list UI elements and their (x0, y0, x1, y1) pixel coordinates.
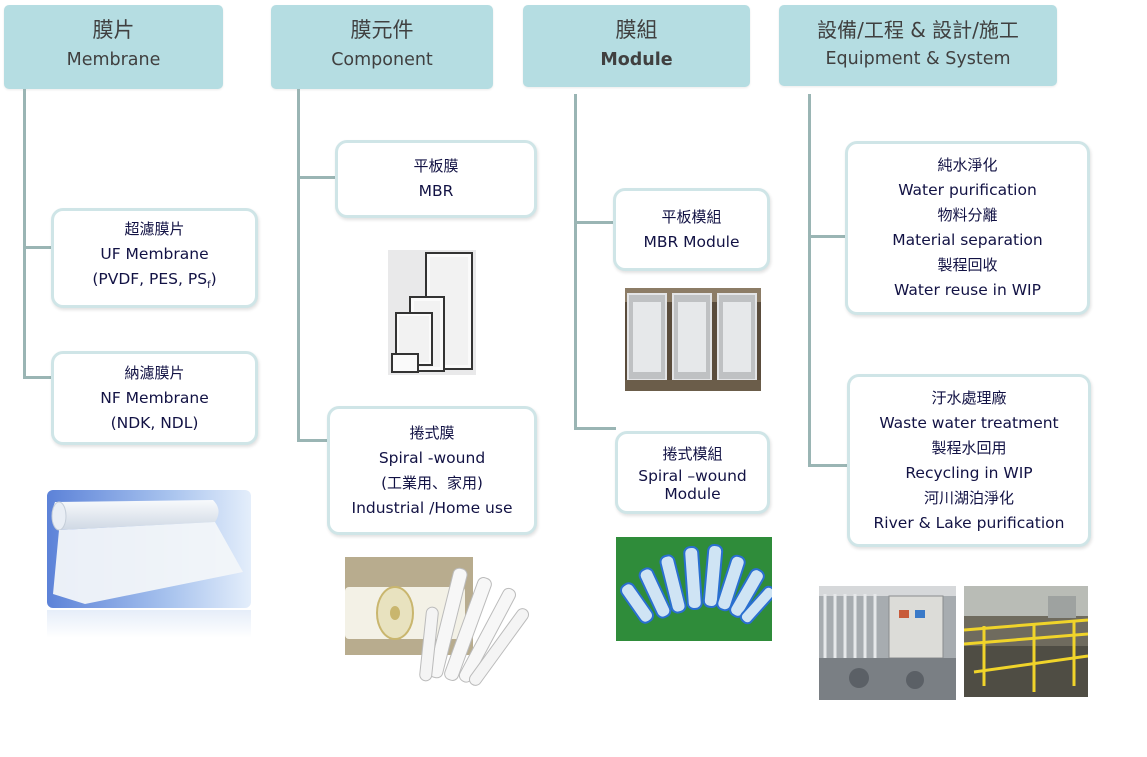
connector-membrane-vertical (23, 89, 26, 378)
header-module-en: Module (600, 50, 673, 70)
spiral-module-photo (616, 537, 772, 641)
module-mbr-zh: 平板模組 (661, 207, 722, 226)
header-membrane-en: Membrane (66, 50, 161, 70)
uf-membrane-zh: 超濾膜片 (124, 220, 185, 239)
header-membrane: 膜片 Membrane (4, 5, 223, 89)
nf-membrane-zh: 納濾膜片 (124, 363, 185, 382)
connector-system-box1 (808, 235, 846, 238)
module-spiral-en2: Module (664, 485, 721, 503)
membrane-roll-photo (45, 488, 251, 638)
system-box2-line4: Recycling in WIP (905, 463, 1033, 482)
connector-system-box2 (808, 464, 848, 467)
component-mbr-zh: 平板膜 (413, 157, 459, 175)
component-spiral-detail-en: Industrial /Home use (351, 498, 513, 517)
mbr-plates-photo (388, 250, 476, 375)
system-box-wastewater: 汙水處理廠 Waste water treatment 製程水回用 Recycl… (847, 374, 1091, 547)
system-box-purification: 純水淨化 Water purification 物料分離 Material se… (845, 141, 1090, 315)
connector-system-vertical (808, 94, 811, 467)
component-mbr-en: MBR (418, 182, 454, 200)
system-box1-line4: Material separation (892, 231, 1043, 249)
module-mbr-box: 平板模組 MBR Module (613, 188, 770, 271)
uf-membrane-box: 超濾膜片 UF Membrane (PVDF, PES, PSf) (51, 208, 258, 308)
uf-membrane-detail: (PVDF, PES, PSf) (92, 270, 217, 292)
system-box2-line3: 製程水回用 (931, 438, 1007, 457)
module-spiral-en1: Spiral –wound (638, 467, 747, 485)
equipment-plant-photo (819, 586, 956, 700)
component-spiral-zh: 捲式膜 (409, 423, 455, 442)
connector-membrane-uf (23, 246, 52, 249)
header-component-en: Component (331, 50, 433, 70)
header-membrane-zh: 膜片 (92, 18, 135, 42)
header-component: 膜元件 Component (271, 5, 493, 89)
system-box1-line5: 製程回收 (937, 256, 998, 274)
connector-component-vertical (297, 89, 300, 442)
nf-membrane-en: NF Membrane (100, 388, 209, 407)
nf-membrane-box: 納濾膜片 NF Membrane (NDK, NDL) (51, 351, 258, 445)
system-box1-line6: Water reuse in WIP (894, 281, 1041, 299)
header-module-zh: 膜組 (615, 18, 658, 42)
system-box2-line5: 河川湖泊淨化 (923, 488, 1014, 507)
module-spiral-zh: 捲式模組 (662, 445, 723, 463)
connector-membrane-nf (23, 376, 52, 379)
header-system-en: Equipment & System (825, 49, 1011, 69)
connector-component-spiral (297, 439, 328, 442)
system-box2-line1: 汙水處理廠 (931, 388, 1007, 407)
nf-membrane-detail: (NDK, NDL) (110, 413, 199, 432)
system-box2-line6: River & Lake purification (873, 513, 1065, 532)
component-mbr-box: 平板膜 MBR (335, 140, 537, 218)
component-spiral-detail-zh: (工業用、家用) (381, 473, 483, 492)
system-box1-line2: Water purification (898, 181, 1037, 199)
module-spiral-box: 捲式模組 Spiral –wound Module (615, 431, 770, 514)
uf-membrane-en: UF Membrane (100, 245, 209, 264)
connector-component-mbr (297, 176, 336, 179)
header-system: 設備/工程 & 設計/施工 Equipment & System (779, 5, 1057, 86)
system-box1-line3: 物料分離 (937, 206, 998, 224)
component-spiral-en: Spiral -wound (378, 448, 486, 467)
connector-module-mbr (574, 221, 614, 224)
wastewater-plant-photo (964, 586, 1088, 697)
system-box2-line2: Waste water treatment (879, 413, 1059, 432)
component-spiral-box: 捲式膜 Spiral -wound (工業用、家用) Industrial /H… (327, 406, 537, 535)
connector-module-spiral (574, 427, 616, 430)
system-box1-line1: 純水淨化 (937, 156, 998, 174)
mbr-module-photo (625, 288, 761, 391)
header-system-zh: 設備/工程 & 設計/施工 (817, 18, 1019, 42)
connector-module-vertical (574, 94, 577, 430)
spiral-elements-photo (345, 557, 537, 697)
header-module: 膜組 Module (523, 5, 750, 87)
module-mbr-en: MBR Module (643, 232, 740, 251)
header-component-zh: 膜元件 (350, 18, 414, 42)
